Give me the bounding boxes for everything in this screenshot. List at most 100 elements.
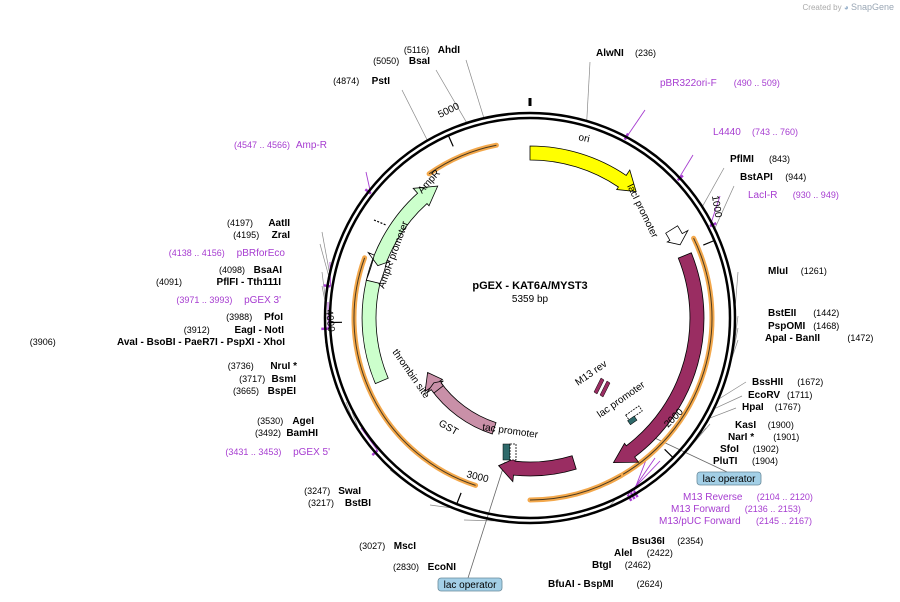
enzyme-site[interactable]: EcoRV(1711) [748, 390, 812, 401]
enzyme-site[interactable]: PluTI (1904) [713, 456, 778, 467]
enzyme-position: (1904) [752, 456, 778, 466]
enzyme-leader [465, 59, 485, 118]
enzyme-name: HpaI [742, 402, 764, 413]
enzyme-site[interactable]: AleI(2422) [614, 548, 673, 559]
ampr-arrow[interactable] [361, 185, 439, 385]
enzyme-site[interactable]: BstAPI(944) [740, 172, 806, 183]
operator-box [437, 577, 503, 592]
enzyme-site[interactable]: Bsu36I(2354) [632, 536, 703, 547]
enzyme-site[interactable]: SfoI(1902) [720, 444, 779, 455]
credit-prefix: Created by [802, 3, 842, 12]
enzyme-site[interactable]: MluI(1261) [768, 266, 827, 277]
enzyme-site[interactable]: BspEI(3665) [233, 386, 296, 397]
enzyme-site[interactable]: SwaI(3247) [304, 486, 361, 497]
primer-site[interactable]: pGEX 3'(3971 .. 3993) [176, 295, 281, 306]
enzyme-position: (4091) [156, 277, 182, 287]
enzyme-name: NarI * [728, 432, 754, 443]
m13rev-marker [593, 377, 611, 398]
enzyme-site[interactable]: PfoI(3988) [226, 312, 283, 323]
primer-site[interactable]: M13/pUC Forward(2145 .. 2167) [659, 516, 812, 527]
primer-site[interactable]: M13 Reverse(2104 .. 2120) [683, 492, 813, 503]
enzyme-site[interactable]: HpaI (1767) [742, 402, 801, 413]
enzyme-name: ApaI - BanII [765, 333, 820, 344]
enzyme-site[interactable]: KasI(1900) [735, 420, 794, 431]
enzyme-site[interactable]: PflFI - Tth111I(4091) [156, 277, 281, 288]
enzyme-site[interactable]: AgeI(3530) [257, 416, 314, 427]
enzyme-position: (3217) [308, 498, 334, 508]
enzyme-position: (1767) [775, 402, 801, 412]
enzyme-site[interactable]: BstEII(1442) [768, 308, 839, 319]
enzyme-position: (3717) [239, 374, 265, 384]
primer-site[interactable]: pGEX 5'(3431 .. 3453) [225, 447, 330, 458]
enzyme-site[interactable]: BsmI(3717) [239, 374, 296, 385]
enzyme-name: AatII [268, 218, 290, 229]
enzyme-site[interactable]: PspOMI(1468) [768, 321, 839, 332]
enzyme-site[interactable]: BfuAI - BspMI(2624) [548, 579, 663, 590]
ampr-dotted-marker [373, 219, 387, 226]
operator-badge[interactable]: lac operator [696, 471, 762, 486]
enzyme-position: (2354) [677, 536, 703, 546]
primer-site[interactable]: pBR322ori-F(490 .. 509) [660, 78, 780, 89]
tick-1000-mark [703, 239, 715, 246]
enzyme-leader [401, 89, 428, 140]
feature-arc-3 [426, 142, 499, 177]
enzyme-site[interactable]: NruI *(3736) [228, 361, 297, 372]
primer-site[interactable]: M13 Forward(2136 .. 2153) [671, 504, 801, 515]
operator-labels: lac operator lac operator [437, 471, 762, 592]
enzyme-site[interactable]: BsaI(5050) [373, 56, 430, 67]
primer-range: (3971 .. 3993) [176, 295, 232, 305]
enzyme-site[interactable]: AhdI(5116) [404, 45, 460, 56]
enzyme-site[interactable]: ApaI - BanII(1472) [765, 333, 873, 344]
enzyme-position: (4098) [219, 265, 245, 275]
enzyme-site[interactable]: PflMI(843) [730, 154, 790, 165]
operator-badge[interactable]: lac operator [437, 577, 503, 592]
enzyme-position: (4874) [333, 76, 359, 86]
enzyme-site[interactable]: BtgI(2462) [592, 560, 651, 571]
enzyme-site[interactable]: PstI(4874) [333, 76, 390, 87]
enzyme-site[interactable]: MscI(3027) [359, 541, 416, 552]
enzyme-site[interactable]: BstBI(3217) [308, 498, 371, 509]
enzyme-position: (1902) [753, 444, 779, 454]
feature-arc-core-2 [353, 257, 476, 486]
primer-site[interactable]: L4440(743 .. 760) [713, 127, 798, 138]
enzyme-site[interactable]: AlwNI(236) [596, 48, 656, 59]
feature-label-ori: ori [577, 132, 590, 145]
enzyme-leader [710, 407, 737, 419]
enzyme-name: PflMI [730, 154, 754, 165]
enzyme-site[interactable]: AvaI - BsoBI - PaeR7I - PspXI - XhoI(390… [30, 337, 285, 348]
enzyme-site[interactable]: EagI - NotI(3912) [184, 325, 284, 336]
gst-arrow[interactable] [424, 371, 497, 435]
primer-range: (2136 .. 2153) [745, 504, 801, 514]
primer-range: (3431 .. 3453) [225, 447, 281, 457]
operator-leader [467, 461, 506, 579]
enzyme-name: BssHII [752, 377, 783, 388]
enzyme-name: PluTI [713, 456, 738, 467]
laczalpha-arrow[interactable] [497, 455, 577, 483]
enzyme-leader [319, 243, 329, 276]
primer-site[interactable]: pBRforEco(4138 .. 4156) [169, 248, 286, 259]
enzyme-site[interactable]: NarI *(1901) [728, 432, 799, 443]
enzyme-position: (1261) [801, 266, 827, 276]
primer-name: Amp-R [296, 140, 327, 151]
primer-site[interactable]: Amp-R(4547 .. 4566) [234, 140, 327, 151]
enzyme-site[interactable]: BamHI(3492) [255, 428, 318, 439]
enzyme-position: (3665) [233, 386, 259, 396]
enzyme-site[interactable]: EcoNI(2830) [393, 562, 456, 573]
ori-arrow[interactable] [529, 145, 637, 193]
enzyme-site[interactable]: BssHII (1672) [752, 377, 823, 388]
plasmid-name: pGEX - KAT6A/MYST3 [472, 280, 587, 292]
laci-arrow[interactable] [612, 252, 705, 464]
feature-label-thrombin-site: thrombin site [390, 347, 432, 401]
tick-4000-label: 4000 [323, 309, 336, 333]
ampr-promoter-arrow[interactable] [365, 251, 392, 284]
backbone-outer-strand [323, 111, 737, 525]
laci-promoter-arrow[interactable] [665, 225, 689, 246]
primer-site[interactable]: LacI-R(930 .. 949) [748, 190, 839, 201]
enzyme-site[interactable]: BsaAI(4098) [219, 265, 282, 276]
thrombin-site-arrow[interactable] [426, 380, 444, 394]
enzyme-site[interactable]: AatII(4197) [227, 218, 290, 229]
enzyme-site[interactable]: ZraI(4195) [233, 230, 290, 241]
feature-label-m13rev: M13 rev [573, 359, 609, 389]
enzyme-position: (1672) [797, 377, 823, 387]
